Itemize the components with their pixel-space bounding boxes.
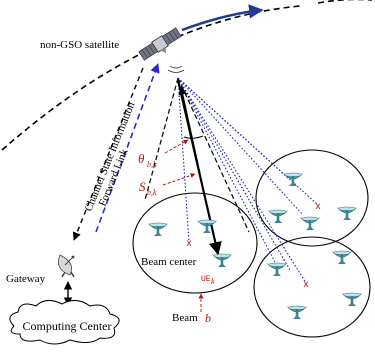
beam-cell-right-bottom [253,236,371,338]
svg-text:b,k: b,k [147,160,157,169]
gateway-label: Gateway [6,273,46,285]
cloud-icon [9,300,120,345]
csi-arrow [72,67,144,241]
beam-center-marker: x [304,279,309,290]
user-terminal-icon [148,222,168,237]
user-terminal-icon [212,253,232,268]
theta-pointer [164,139,189,154]
distance-label: S b,k [139,179,157,197]
svg-text:k: k [211,277,215,286]
ue-link-arrow-return [178,86,201,175]
user-terminal-icon [283,172,303,187]
beam-center-marker: x [316,201,321,212]
svg-text:b,k: b,k [147,188,157,197]
beam-edge-right [177,77,250,233]
svg-text:S: S [139,179,146,194]
beam-edge-left [144,77,179,201]
signal-waves [167,65,185,73]
user-terminal-icon [342,292,362,307]
beam-center-label: Beam center [141,256,197,268]
velocity-arrow [181,4,264,32]
user-terminal-icon [337,206,357,221]
orbit-path [1,5,301,151]
satellite-icon [138,27,182,61]
user-terminal-icon [268,209,288,224]
beam-cell-right-top [255,149,369,247]
orbit-path-right [317,0,372,4]
computing-center-label: Computing Center [23,319,112,333]
user-terminal-icon [332,250,352,265]
angle-arc [183,135,204,139]
svg-text:θ: θ [138,151,145,166]
user-terminal-icon [300,216,320,231]
svg-text:UE: UE [201,275,211,284]
beam-cell-main [132,192,258,294]
beam-label: Beam [172,312,198,324]
user-terminal-icon [287,305,307,320]
theta-label: θ b,k [138,151,157,169]
user-terminal-icon [267,262,287,277]
beam-variable: b [205,311,211,325]
satellite-dish-icon [57,254,75,278]
beam-center-marker: x [187,238,192,249]
satellite-label: non-GSO satellite [40,39,119,51]
distance-pointer [162,173,196,186]
beam-rays [177,77,319,284]
ue-label: UE k [201,275,215,286]
